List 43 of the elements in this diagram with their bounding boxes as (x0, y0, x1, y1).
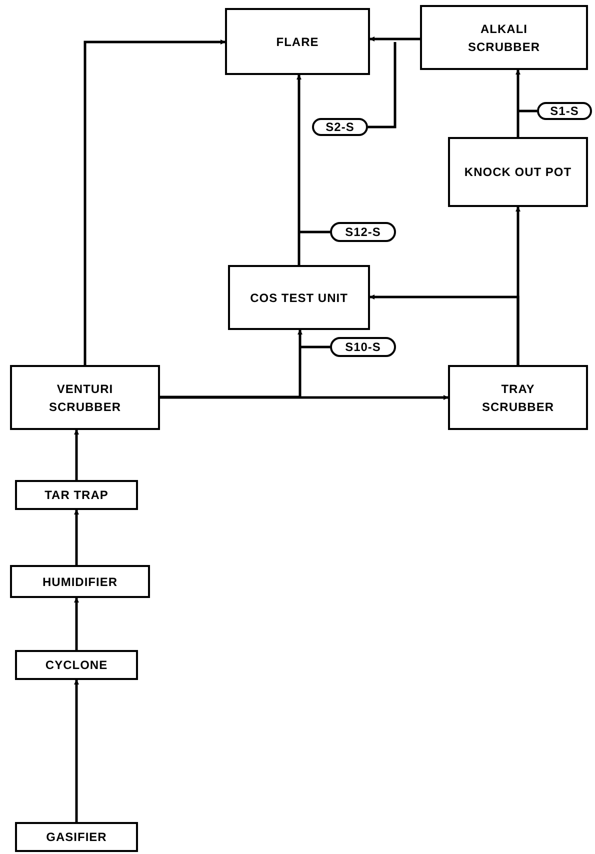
unit-label: GASIFIER (46, 829, 107, 846)
flow-arrow (370, 294, 520, 365)
process-box (10, 565, 150, 598)
unit-label: FLARE (276, 34, 319, 50)
leader-line (300, 346, 330, 348)
flow-arrow (74, 680, 79, 822)
flow-arrow (296, 74, 302, 265)
process-box (448, 137, 588, 207)
tag-label: S2-S (326, 119, 354, 136)
unit-label: ALKALI SCRUBBER (466, 20, 541, 56)
unit-label: VENTURI SCRUBBER (48, 380, 122, 416)
leader-line (518, 110, 537, 112)
unit-label: TRAY SCRUBBER (480, 380, 555, 416)
process-box (420, 5, 588, 70)
flow-arrow (74, 598, 79, 650)
leader-line (368, 42, 396, 128)
unit-label: KNOCK OUT POT (464, 164, 572, 181)
leader-line (300, 230, 330, 234)
sample-point-tag (330, 222, 396, 242)
unit-label: TAR TRAP (44, 487, 108, 504)
flow-arrow (160, 395, 448, 400)
flow-arrow (370, 36, 420, 42)
tag-label: S1-S (550, 103, 579, 120)
process-box (15, 650, 138, 680)
unit-label: CYCLONE (45, 657, 108, 674)
process-box (15, 480, 138, 510)
unit-label: HUMIDIFIER (42, 574, 118, 590)
flow-arrow (74, 430, 79, 480)
flow-arrow (84, 40, 226, 365)
unit-label: COS TEST UNIT (250, 290, 348, 306)
flow-arrow (516, 70, 520, 137)
process-box (225, 8, 370, 75)
sample-point-tag (312, 118, 368, 136)
process-box (448, 365, 588, 430)
flow-arrow (74, 510, 79, 565)
process-box (10, 365, 160, 430)
sample-point-tag (330, 337, 396, 357)
flow-arrow (160, 330, 302, 398)
process-box (228, 265, 370, 330)
tag-label: S10-S (345, 339, 381, 356)
sample-point-tag (537, 102, 592, 120)
process-box (15, 822, 138, 852)
tag-label: S12-S (345, 224, 381, 241)
